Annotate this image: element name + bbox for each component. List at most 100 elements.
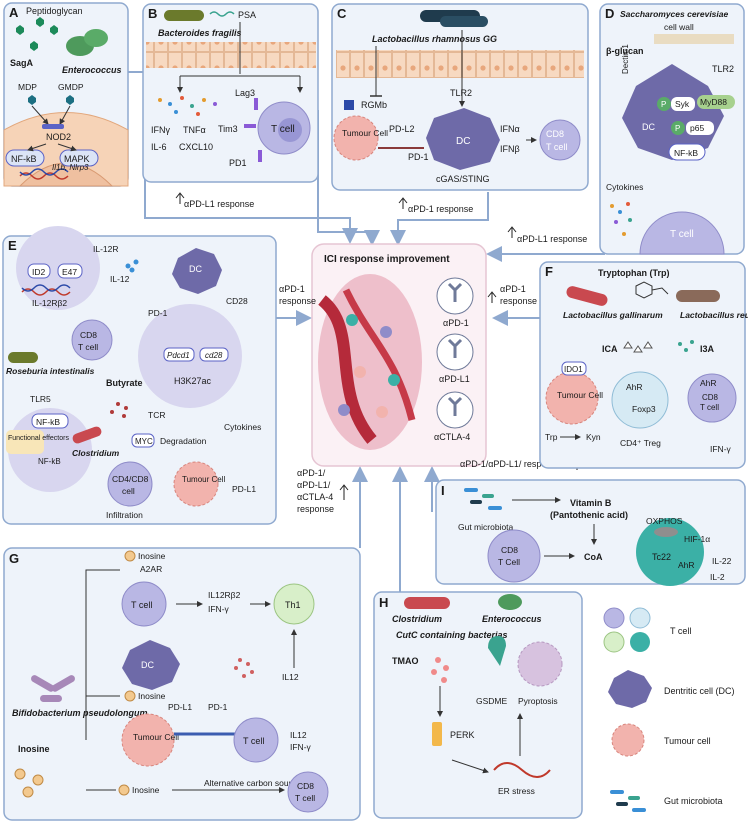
er-icon: [493, 762, 551, 778]
rgmb-icon: [344, 100, 354, 110]
genes-label: Il1b, Nlrp3: [52, 163, 89, 172]
tumour-cell-g: [121, 713, 175, 767]
drug-3-label: αCTLA-4: [434, 432, 470, 442]
cd8-tcell-f: [687, 373, 737, 423]
mdp-label: MDP: [18, 82, 37, 92]
tumour-cell-e: [173, 461, 219, 507]
panel-e-letter: E: [8, 238, 17, 253]
legend-tumour: Tumour cell: [664, 736, 711, 746]
psa-icon: [209, 11, 235, 17]
saccharomyces-label: Saccharomyces cerevisiae: [620, 9, 728, 19]
drug-1-label: αPD-1: [443, 318, 469, 328]
legend: T cell Dentritic cell (DC) Tumour cell G…: [603, 607, 735, 812]
tumour-cell-c: [333, 115, 379, 161]
cd8-tcell-g: [287, 771, 329, 813]
panel-a: A Peptidoglycan SagA Enterococcus MDP GM…: [3, 2, 129, 187]
roseburia-icon: [8, 352, 38, 363]
panel-g-letter: G: [9, 551, 19, 566]
degradation-label: Degradation: [160, 436, 207, 446]
e-dc-label: DC: [189, 264, 202, 274]
cxcl10-label: CXCL10: [179, 142, 213, 152]
epithelium: [146, 42, 316, 68]
d-cytokines-label: Cytokines: [606, 182, 643, 192]
g-inosine-main-label: Inosine: [18, 744, 50, 754]
gut-microbiota-icon-i: [464, 488, 502, 510]
p65-label: p65: [690, 123, 704, 133]
l-reuteri-icon: [676, 290, 720, 302]
cd4cd8-cell: [107, 461, 153, 507]
rgmb-label: RGMb: [361, 100, 387, 110]
psa-label: PSA: [238, 10, 256, 20]
lgg-label: Lactobacillus rhamnosus GG: [372, 34, 497, 44]
resp-g2: αPD-L1/: [297, 480, 331, 490]
f-ifng-label: IFN-γ: [710, 444, 732, 454]
mdp-icon: [28, 95, 36, 105]
clostridium-icon-e: [72, 426, 102, 444]
enterococcus-icon-h: [498, 594, 522, 610]
cutc-label: CutC containing bacterias: [396, 630, 508, 640]
resp-g1: αPD-1/: [297, 468, 326, 478]
tme-cells: [338, 314, 400, 418]
e-nfkb2-label: NF-kB: [38, 457, 61, 466]
tc22-cell: [636, 518, 704, 586]
g-pdl1-label: PD-L1: [168, 702, 192, 712]
legend-microbiota: Gut microbiota: [664, 796, 723, 806]
trp-label: Trp: [545, 432, 558, 442]
e-pd1-label: PD-1: [148, 308, 168, 318]
tlr2-c-label: TLR2: [450, 88, 472, 98]
nfkb-label: NF-kB: [11, 154, 37, 164]
e-cell-label: cell: [122, 486, 135, 496]
perk-icon: [432, 722, 442, 746]
nod2-label: NOD2: [46, 132, 71, 142]
alt-label-1: Alternative carbon source: [204, 778, 301, 788]
tcr-label: TCR: [148, 410, 165, 420]
e-nfkb1-label: NF-kB: [36, 417, 60, 427]
i-ahr-label: AhR: [678, 560, 695, 570]
p-label-2: P: [675, 124, 680, 133]
i-gut-label: Gut microbiota: [458, 522, 514, 532]
resp-bl1: αPD-L1 response: [184, 199, 254, 209]
legend-tumour-icon: [611, 723, 645, 757]
panel-e: E ID2 E47 IL-12Rβ2 IL-12R IL-12 DC CD8 T…: [2, 226, 277, 525]
roseburia-label: Roseburia intestinalis: [6, 366, 95, 376]
er-label: ER stress: [498, 786, 535, 796]
tim3-label: Tim3: [218, 124, 238, 134]
pdl2-label: PD-L2: [389, 124, 415, 134]
treg-cell: [611, 371, 669, 429]
cgas-label: cGAS/STING: [436, 174, 490, 184]
tnfa-label: TNFα: [183, 125, 206, 135]
panel-f-letter: F: [545, 264, 553, 279]
trp-title: Tryptophan (Trp): [598, 268, 670, 278]
resp-i1: αPD-1/αPD-L1/ response: [460, 459, 561, 469]
panel-h-letter: H: [379, 595, 388, 610]
saga-label: SagA: [10, 58, 34, 68]
ica-label: ICA: [602, 344, 618, 354]
hif-label: HIF-1α: [684, 534, 710, 544]
g-cd8-tcell-label: T cell: [295, 793, 315, 803]
cd8-tcell-e: [71, 319, 113, 361]
cytokine-dots-icon: [158, 96, 217, 116]
cell-wall: [654, 34, 734, 44]
tumour-microenvironment: [318, 274, 422, 450]
h-clostridium-label: Clostridium: [392, 614, 442, 624]
ifnb-label: IFNβ: [500, 144, 520, 154]
g-inosine1-label: Inosine: [138, 551, 166, 561]
e47-label: E47: [62, 267, 77, 277]
t-cell-g2: [233, 717, 279, 763]
peptidoglycan-hexagons-icon: [16, 17, 58, 51]
epithelium-c: [336, 50, 584, 78]
i3a-label: I3A: [700, 344, 715, 354]
tmao-label: TMAO: [392, 656, 419, 666]
panel-d-letter: D: [605, 6, 614, 21]
g-tcell1-label: T cell: [131, 600, 152, 610]
il12rb2-label: IL-12Rβ2: [32, 298, 67, 308]
resp-f2: response: [500, 296, 537, 306]
resp-e2: response: [279, 296, 316, 306]
il22-label: IL-22: [712, 556, 732, 566]
lag3-label: Lag3: [235, 88, 255, 98]
gmdp-icon: [66, 95, 74, 105]
bglucan-label: β-glucan: [606, 46, 644, 56]
syk-label: Syk: [675, 99, 690, 109]
il12r-label: IL-12R: [93, 244, 119, 254]
dc-e: [172, 248, 222, 294]
